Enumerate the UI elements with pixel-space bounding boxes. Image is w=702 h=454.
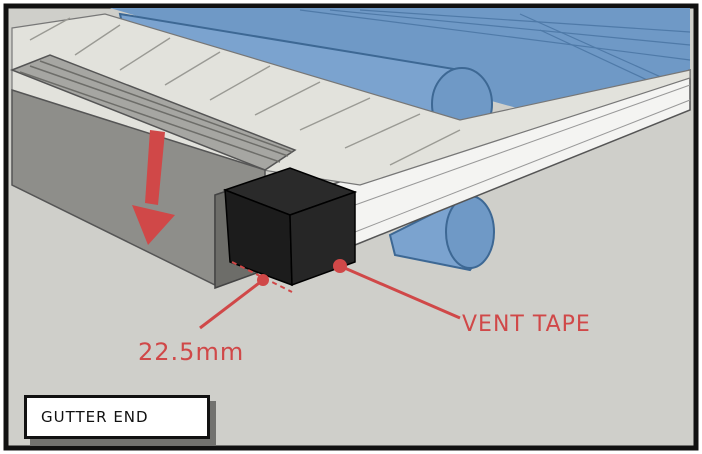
roller-tube-lower-end (445, 195, 495, 269)
vent-tape-label: VENT TAPE (462, 312, 591, 337)
gutter-end-label: GUTTER END (41, 408, 149, 426)
gutter-end-label-box: GUTTER END (24, 395, 210, 439)
measurement-label: 22.5mm (138, 338, 244, 366)
measurement-line (231, 261, 293, 293)
arrow-down-icon (132, 130, 175, 245)
measurement-leader (199, 278, 264, 330)
roof-sheet-ribs (29, 17, 461, 166)
vent-tape-leader (339, 264, 461, 320)
